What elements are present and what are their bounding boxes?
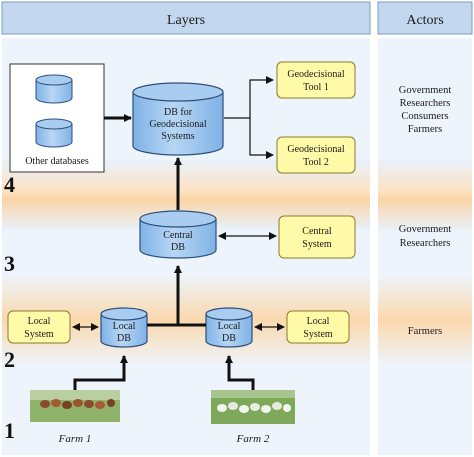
local-db-right-label-1: Local — [218, 321, 241, 332]
local-db-right-label-2: DB — [222, 333, 236, 344]
central-db — [139, 210, 217, 259]
actor-layer3-2: Researchers — [400, 238, 451, 249]
local-db-left-label-1: Local — [113, 321, 136, 332]
db-geodecisional-label-3: Systems — [161, 131, 194, 142]
central-db-label-2: DB — [171, 242, 185, 253]
actor-layer4-4: Farmers — [408, 124, 442, 135]
tool1-label-1: Geodecisional — [287, 69, 344, 80]
tool1-label-2: Tool 1 — [303, 82, 329, 93]
layer-number-4: 4 — [4, 172, 15, 197]
farm-2-image — [211, 390, 295, 424]
local-system-right-label-2: System — [303, 329, 333, 340]
actor-layer3-1: Government — [399, 224, 452, 235]
farm-1-image — [30, 390, 120, 422]
geodecisional-tool-1 — [276, 61, 356, 99]
band-actors-3 — [378, 275, 472, 365]
arrow-to-tool1 — [224, 76, 274, 119]
other-db-cylinder-1 — [35, 74, 73, 104]
arrow-farm2-to-localdb — [225, 355, 255, 390]
actor-layer4-2: Researchers — [400, 98, 451, 109]
local-system-right-box — [286, 310, 350, 344]
layers-header-title: Layers — [167, 13, 205, 28]
arrow-farm1-to-localdb — [73, 355, 128, 390]
arrow-to-tool2 — [249, 118, 274, 159]
other-databases-label: Other databases — [25, 156, 89, 167]
local-db-left — [100, 307, 148, 348]
layer-number-3: 3 — [4, 251, 15, 276]
local-system-left-label-2: System — [24, 329, 54, 340]
central-db-label-1: Central — [163, 230, 193, 241]
central-system-label-1: Central — [302, 226, 332, 237]
local-db-right — [205, 307, 253, 348]
tool2-label-1: Geodecisional — [287, 144, 344, 155]
farm-2-label: Farm 2 — [236, 433, 270, 445]
db-geodecisional-label-2: Geodecisional — [149, 119, 206, 130]
central-system-box — [278, 215, 356, 259]
actors-header — [377, 1, 473, 35]
actors-header-title: Actors — [406, 13, 443, 28]
db-geodecisional-systems — [132, 82, 224, 156]
other-db-cylinder-2 — [35, 118, 73, 148]
db-geodecisional-label-1: DB for — [164, 107, 193, 118]
actor-layer4-1: Government — [399, 85, 452, 96]
actor-layer4-3: Consumers — [401, 111, 448, 122]
layers-header — [1, 1, 371, 35]
tool2-label-2: Tool 2 — [303, 157, 329, 168]
local-system-left-box — [7, 310, 71, 344]
band-actors-4 — [378, 160, 472, 230]
farm-1-label: Farm 1 — [58, 433, 92, 445]
actor-layer2-1: Farmers — [408, 326, 442, 337]
layer-number-1: 1 — [4, 418, 15, 443]
layer-number-2: 2 — [4, 347, 15, 372]
local-db-left-label-2: DB — [117, 333, 131, 344]
actors-panel — [378, 38, 472, 455]
local-system-right-label-1: Local — [307, 316, 330, 327]
central-system-label-2: System — [302, 239, 332, 250]
local-system-left-label-1: Local — [28, 316, 51, 327]
geodecisional-tool-2 — [276, 136, 356, 174]
